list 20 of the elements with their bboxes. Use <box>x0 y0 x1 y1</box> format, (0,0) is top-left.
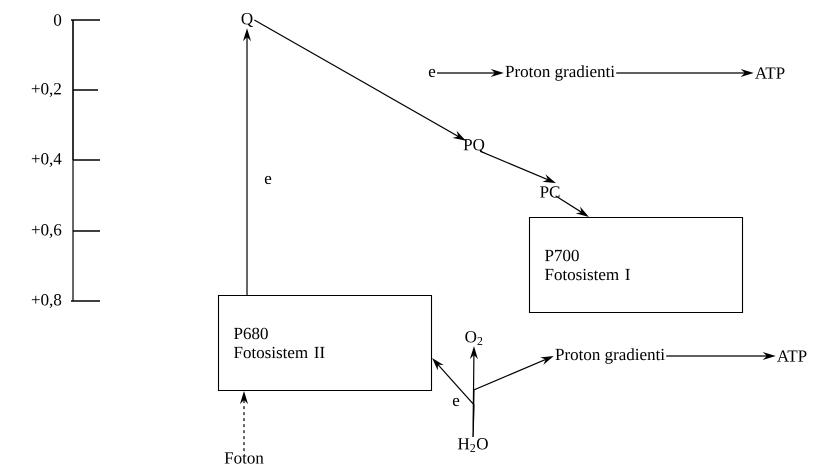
text-label: O$_{2}$ <box>465 331 482 345</box>
text-label: ATP <box>777 350 806 362</box>
axis-label: +0,6 <box>32 224 62 238</box>
edge-label: e <box>451 396 461 408</box>
text-label: ATP <box>755 67 784 79</box>
axis-label: +0,4 <box>32 153 62 167</box>
text-label: H$_{2}$O <box>458 438 488 452</box>
text-label: Foton <box>224 452 264 464</box>
edge-label: e <box>263 174 273 186</box>
text-label: Proton gradienti <box>555 348 665 364</box>
text-label: Proton gradienti <box>505 65 615 81</box>
axis-label: +0,8 <box>32 294 62 308</box>
text-label: Q <box>242 12 253 27</box>
text-label: PC <box>540 186 560 198</box>
system-box: P680 Fotosistem II <box>218 294 432 392</box>
text-label: PQ <box>464 138 485 153</box>
axis-label: 0 <box>54 14 62 26</box>
system-box: P700 Fotosistem I <box>528 216 744 314</box>
text-label: e <box>428 68 436 78</box>
axis-label: +0,2 <box>32 83 61 97</box>
